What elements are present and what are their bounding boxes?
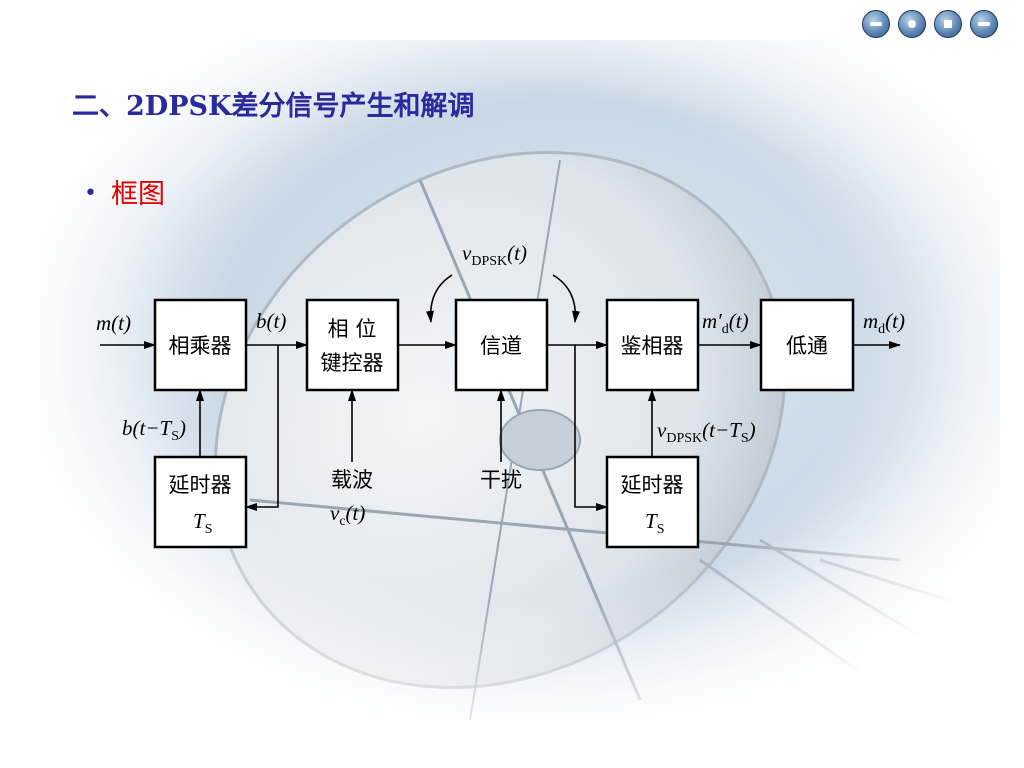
phase-keyer-label-2: 键控器 xyxy=(321,351,384,375)
delay-1-label: 延时器 xyxy=(169,473,232,497)
delay-2-label: 延时器 xyxy=(621,473,684,497)
lowpass-label: 低通 xyxy=(786,334,828,358)
bullet-text: 框图 xyxy=(110,179,165,210)
label-v-dpsk: vDPSK(t) xyxy=(462,241,527,269)
page-title: 二、2DPSK差分信号产生和解调 xyxy=(72,91,475,122)
multiplier-block xyxy=(153,298,248,392)
phase-detector-label: 鉴相器 xyxy=(621,334,684,358)
delay-block-2 xyxy=(605,455,700,549)
delay-block-1 xyxy=(153,455,248,549)
label-interference: 干扰 xyxy=(480,468,522,492)
label-b-t: b(t) xyxy=(256,309,286,333)
phase-keyer-block xyxy=(305,298,400,392)
label-carrier: 载波 xyxy=(331,468,373,492)
prev-icon[interactable] xyxy=(862,10,890,38)
nav-button-group xyxy=(862,10,998,38)
label-m-d: md(t) xyxy=(863,309,905,337)
curve-arrow-left xyxy=(425,274,453,323)
curve-arrow-right xyxy=(552,274,581,323)
label-v-dpsk-delay: vDPSK(t−TS) xyxy=(657,418,756,446)
delay-2-ts: TS xyxy=(645,509,664,537)
home-icon[interactable] xyxy=(898,10,926,38)
multiplier-label: 相乘器 xyxy=(169,334,232,358)
delay-1-ts: TS xyxy=(193,509,212,537)
label-b-delay: b(t−TS) xyxy=(122,416,186,444)
label-m-t: m(t) xyxy=(96,311,131,335)
phase-keyer-label-1: 相 位 xyxy=(328,317,377,341)
label-m-prime-d: m′d(t) xyxy=(702,309,749,337)
stop-icon[interactable] xyxy=(934,10,962,38)
channel-label: 信道 xyxy=(480,334,522,358)
next-icon[interactable] xyxy=(970,10,998,38)
arrow-channel-to-delay2 xyxy=(574,345,608,511)
bullet-symbol: • xyxy=(84,181,97,206)
arrow-b-to-delay xyxy=(245,345,279,511)
bullet-item: • 框图 xyxy=(84,172,165,211)
label-carrier-v: vc(t) xyxy=(330,501,365,529)
